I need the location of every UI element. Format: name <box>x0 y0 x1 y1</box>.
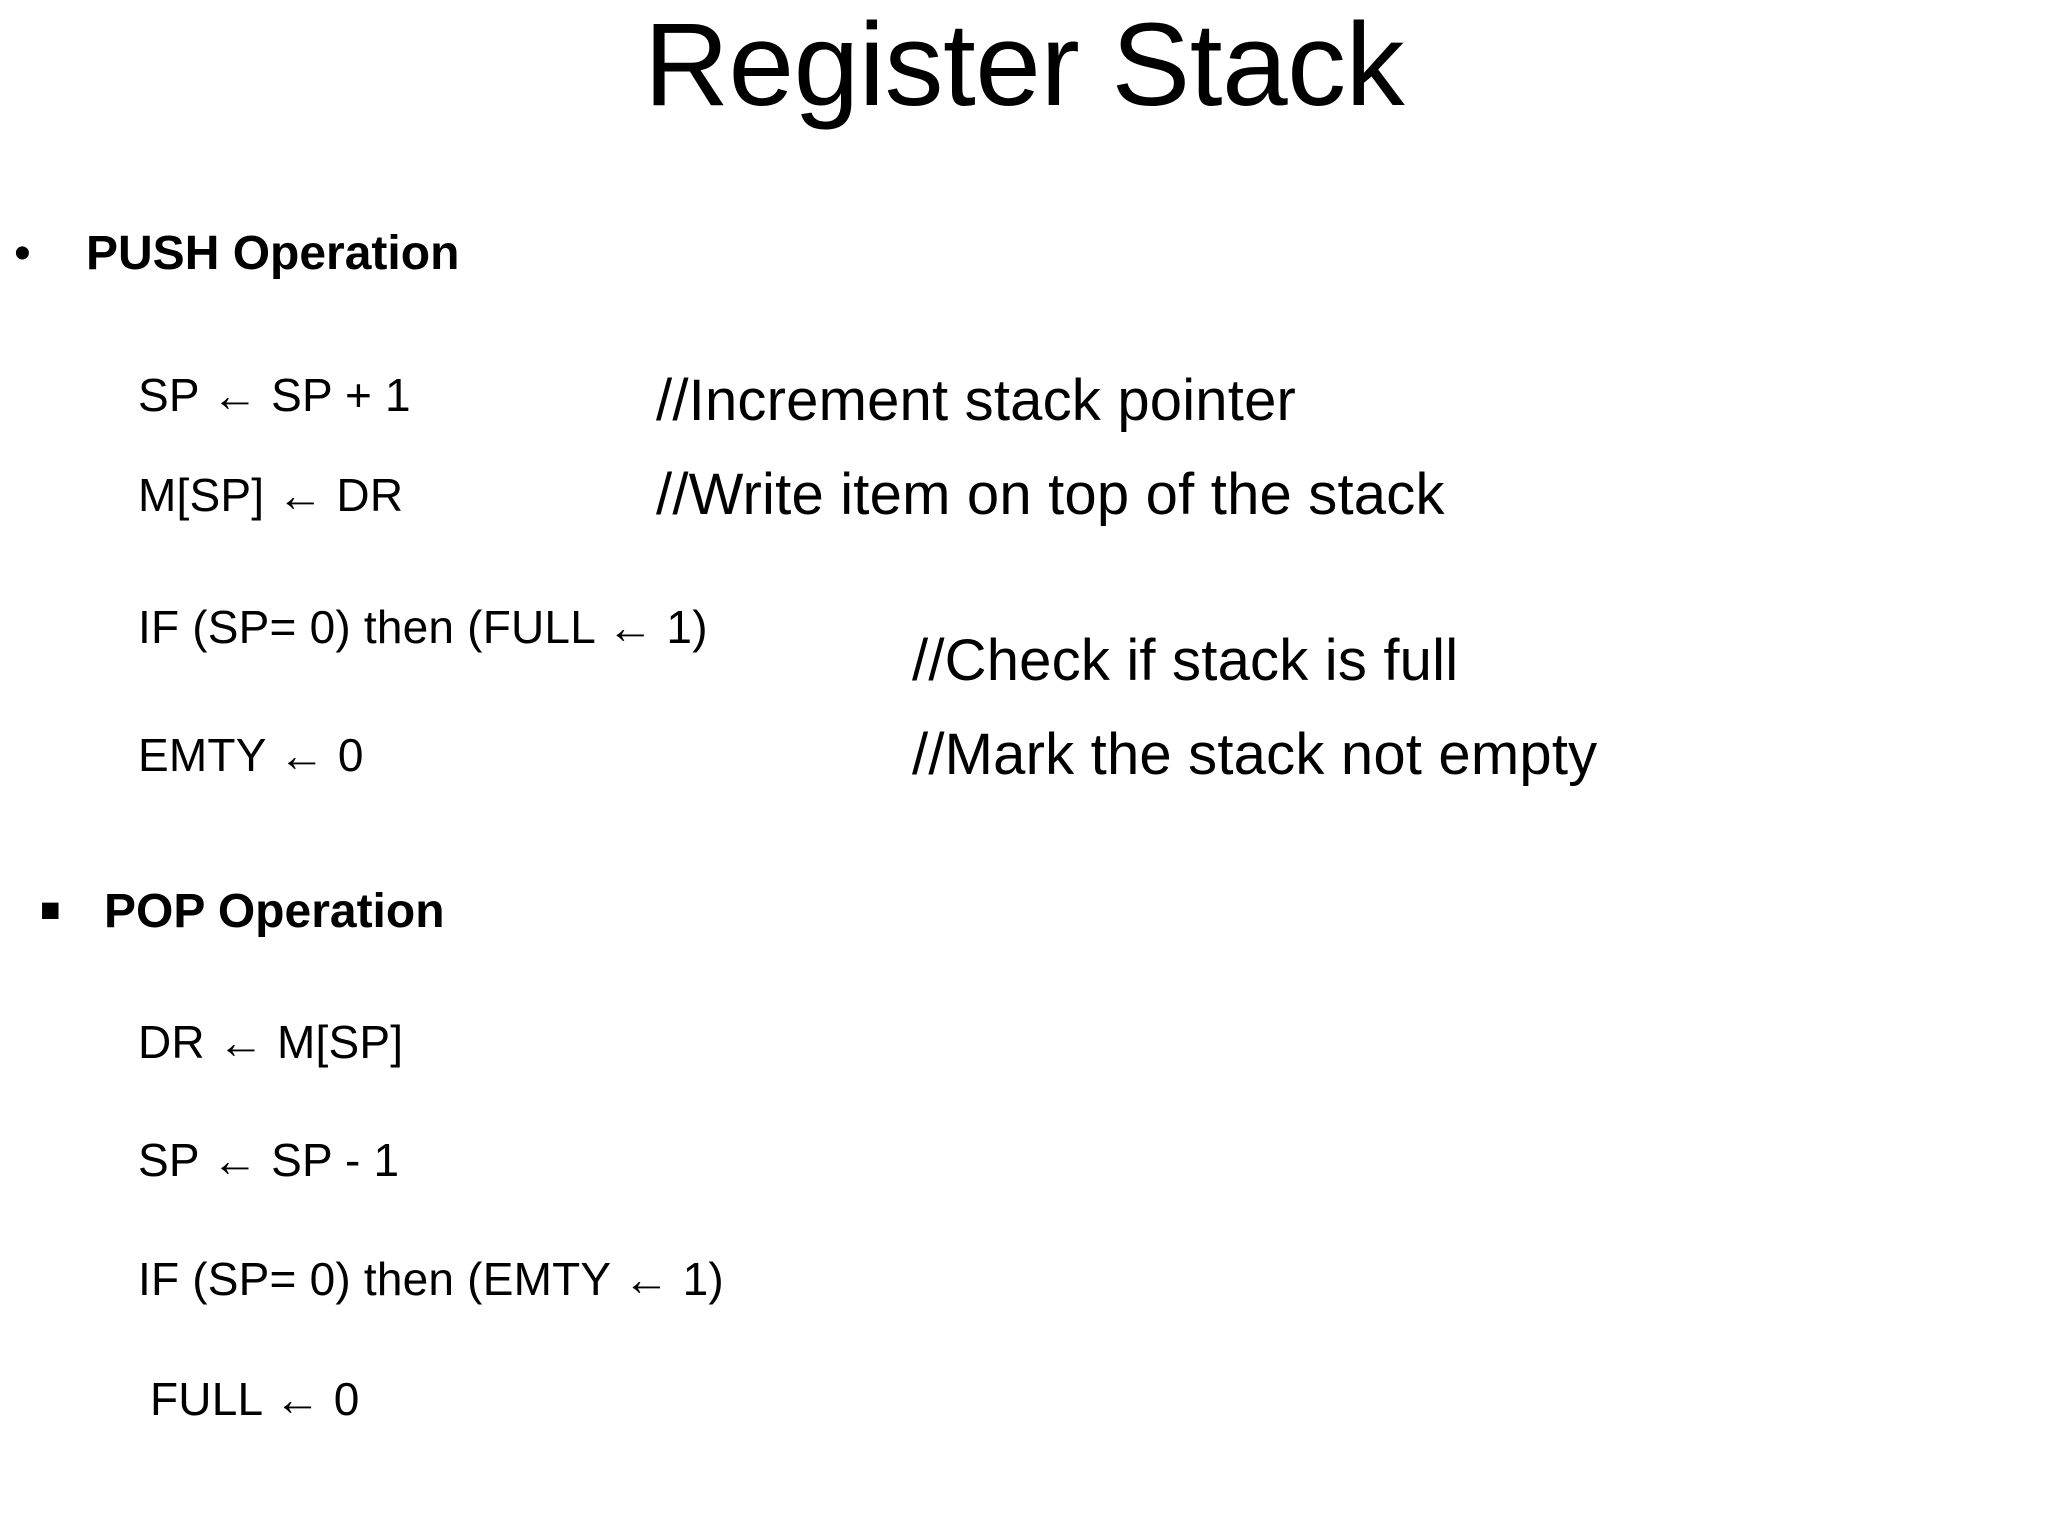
section-heading-pop: ■ POP Operation <box>40 888 445 936</box>
comment-line-push-1: //Increment stack pointer <box>656 368 1297 433</box>
code-line-pop-2: SP ← SP - 1 <box>138 1134 400 1186</box>
code-line-pop-1: DR ← M[SP] <box>138 1016 404 1068</box>
code-line-push-3: IF (SP= 0) then (FULL ← 1) <box>138 601 708 653</box>
page-title: Register Stack <box>643 0 1405 131</box>
code-line-pop-3: IF (SP= 0) then (EMTY ← 1) <box>138 1253 724 1305</box>
section-heading-push: • PUSH Operation <box>14 230 459 278</box>
code-line-push-4: EMTY ← 0 <box>138 729 364 781</box>
comment-line-push-3: //Check if stack is full <box>912 628 1459 693</box>
comment-line-push-2: //Write item on top of the stack <box>656 462 1445 527</box>
code-line-push-2: M[SP] ← DR <box>138 469 404 521</box>
code-line-pop-4: FULL ← 0 <box>150 1373 360 1425</box>
section-heading-push-label: PUSH Operation <box>86 227 460 280</box>
code-line-push-1: SP ← SP + 1 <box>138 369 411 421</box>
comment-line-push-4: //Mark the stack not empty <box>912 722 1598 787</box>
square-bullet-icon: ■ <box>40 891 61 929</box>
round-bullet-icon: • <box>14 227 31 280</box>
section-heading-pop-label: POP Operation <box>104 885 445 938</box>
